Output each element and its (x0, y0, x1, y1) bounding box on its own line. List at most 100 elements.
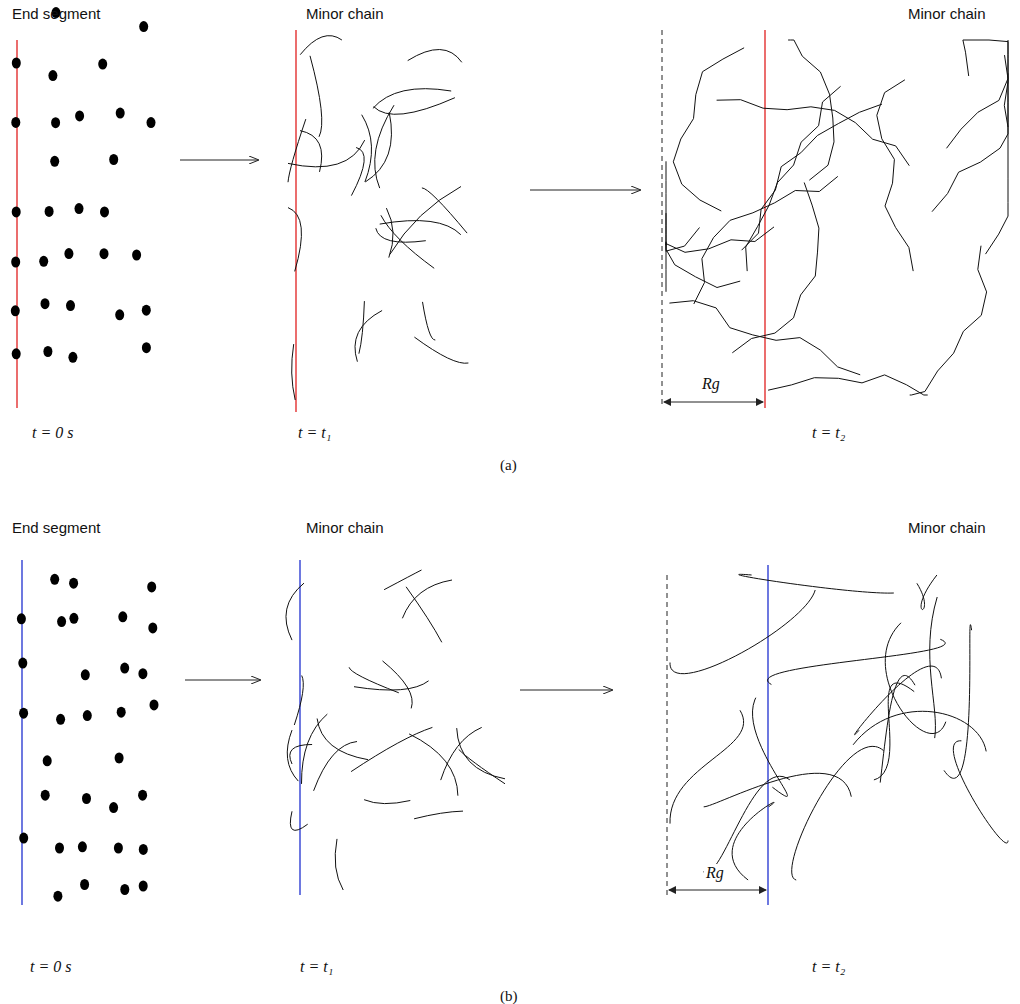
disentangled-chain (670, 590, 815, 674)
rg-label: Rg (704, 864, 726, 882)
end-segment-dot (17, 613, 26, 624)
entangled-chain (910, 246, 987, 395)
time-label: t = 0 s (30, 958, 71, 976)
minor-chain-curve (414, 337, 468, 363)
end-segment-dot (48, 70, 57, 81)
process-arrow (185, 680, 260, 681)
end-segment-dot (75, 110, 84, 121)
end-segment-dot (68, 352, 77, 363)
entangled-chain (932, 55, 1008, 212)
end-segment-dot (148, 622, 157, 633)
minor-chain-curve (335, 839, 343, 890)
entangled-chain (986, 73, 1009, 254)
minor-chain-curve (288, 140, 365, 167)
minor-chain-curve (310, 56, 322, 137)
initial-interface-line (667, 575, 668, 895)
minor-chain-curve (383, 661, 413, 709)
minor-chain-curve (406, 587, 442, 643)
time-label: t = 0 s (32, 424, 73, 442)
entangled-chain (768, 375, 928, 395)
minor-chain-curve (365, 112, 391, 182)
entangled-chain (694, 176, 838, 304)
minor-chain-curve (290, 744, 312, 764)
end-segment-dot (69, 578, 78, 589)
minor-chain-curve (441, 727, 482, 780)
end-segment-dot (139, 844, 148, 855)
minor-chain-curve (354, 681, 429, 690)
end-segment-dot (100, 206, 109, 217)
disentangled-chain (703, 776, 789, 872)
minor-chain-curve (317, 719, 368, 760)
entangled-chain (669, 301, 860, 375)
end-segment-dot (114, 843, 123, 854)
end-segment-dot (19, 833, 28, 844)
disentangled-chain (853, 711, 986, 751)
minor-chain-curve (414, 811, 463, 819)
end-segment-dot (50, 156, 59, 167)
end-segment-dot (39, 256, 48, 267)
minor-chain-curve (409, 734, 458, 796)
end-segment-dot (11, 257, 20, 268)
minor-chain-curve (457, 728, 505, 779)
entangled-chain (666, 227, 774, 292)
minor-chain-curve (351, 727, 432, 771)
end-segment-dot (116, 108, 125, 119)
end-segment-dot (19, 708, 28, 719)
minor-chain-curve (351, 148, 364, 196)
minor-chain-curve (459, 749, 505, 783)
process-arrow (520, 690, 612, 691)
end-segment-dot (109, 802, 118, 813)
minor-chain-curve (300, 36, 342, 55)
entangled-chain (742, 104, 882, 250)
disentangled-chain (732, 802, 774, 880)
entangled-chain (746, 86, 841, 271)
end-segment-dot (117, 707, 126, 718)
minor-chain-curve (355, 311, 382, 362)
entangled-chain (788, 40, 834, 180)
minor-chain-curve (374, 98, 455, 115)
end-segment-dot (109, 154, 118, 165)
end-segment-dot (82, 793, 91, 804)
process-arrow (180, 160, 258, 161)
chain-drawing (11, 7, 1008, 902)
minor-chain-curve (286, 583, 304, 640)
end-segment-dot (139, 881, 148, 892)
disentangled-chain (792, 746, 884, 880)
end-segment-dot (45, 206, 54, 217)
panel-label: (b) (500, 988, 518, 1004)
time-label: t = t₁ (298, 424, 331, 442)
end-segment-dot (43, 755, 52, 766)
end-segment-dot (147, 117, 156, 128)
entangled-chain (877, 80, 913, 271)
minor-chain-curve (384, 570, 421, 590)
end-segment-dot (118, 611, 127, 622)
disentangled-chain (855, 666, 942, 735)
end-segment-dot (142, 305, 151, 316)
entangled-chain (732, 183, 819, 353)
end-segment-dot (12, 348, 21, 359)
end-segment-dot (150, 699, 159, 710)
minor-chain-curve (294, 676, 303, 726)
end-segment-dot (55, 843, 64, 854)
end-segment-dot (98, 59, 107, 70)
minor-chain-curve (408, 50, 462, 63)
segment-label: End segment (12, 6, 100, 23)
minor-chain-curve (301, 714, 327, 784)
minor-chain-curve (422, 188, 467, 233)
entangled-chain (673, 48, 744, 211)
panel-label: (a) (500, 457, 517, 474)
end-segment-dot (12, 206, 21, 217)
end-segment-dot (43, 346, 52, 357)
minor-chain-curve (292, 344, 296, 400)
minor-chain-curve (362, 115, 372, 182)
end-segment-dot (64, 248, 73, 259)
end-segment-dot (11, 305, 20, 316)
chain-label: Minor chain (908, 6, 986, 23)
time-label: t = t₂ (812, 424, 845, 442)
interface-line (21, 560, 22, 905)
end-segment-dot (120, 884, 129, 895)
interface-line (764, 30, 765, 408)
end-segment-dot (115, 753, 124, 764)
entangled-chain (717, 100, 910, 166)
